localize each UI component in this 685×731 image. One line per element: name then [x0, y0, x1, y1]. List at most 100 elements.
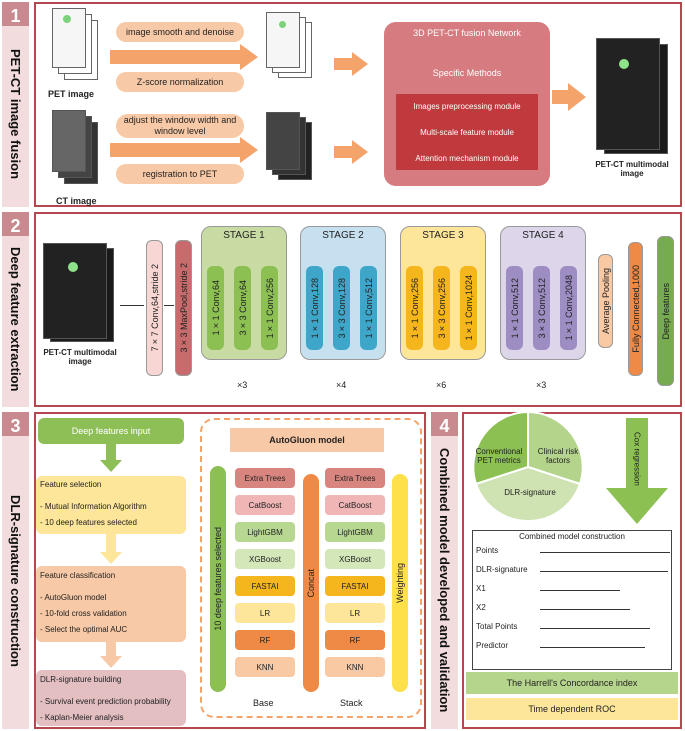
stage3-layer3: 1×1 Conv,1024	[460, 266, 477, 350]
arrow-to-conv7	[120, 305, 144, 306]
multimodal-output-label: PET-CT multimodal image	[595, 160, 669, 178]
to-network-arrow-top-shaft	[334, 58, 352, 70]
stage1-layer1-label: 1×1 Conv,64	[210, 280, 221, 336]
nomogram-row-label: Total Points	[476, 622, 518, 631]
autogluon-frame	[200, 418, 422, 718]
stage3-label: STAGE 3	[422, 230, 464, 241]
stage3-layer2-label: 3×3 Conv,256	[436, 277, 447, 339]
ct-image	[52, 110, 86, 172]
building-item-2: - Kaplan-Meier analysis	[40, 713, 124, 722]
panel3-tab: 3 DLR-signature construction	[2, 412, 29, 729]
nomogram-row-label: X2	[476, 603, 486, 612]
nomogram-row-axis	[540, 571, 668, 572]
nomogram-row-axis	[540, 609, 630, 610]
building-item-1: - Survival event prediction probability	[40, 697, 171, 706]
panel4-tab: 4 Combined model developed and validatio…	[431, 412, 458, 729]
feature-selection-box	[36, 476, 186, 534]
stage2-layer1: 1×1 Conv,128	[306, 266, 323, 350]
base-model-lr: LR	[235, 603, 295, 623]
selection-item-1: - Mutual Information Algorithm	[40, 502, 147, 511]
stage3-repeat: ×6	[436, 380, 447, 390]
stage1-layer2-label: 3×3 Conv,64	[237, 280, 248, 336]
feature-classification-title: Feature classification	[40, 571, 116, 580]
conv7-label: 7×7 Conv,64,stride 2	[149, 264, 160, 352]
stack-model-extra-trees: Extra Trees	[325, 468, 385, 488]
stage4-layer3-label: 1×1 Conv,2048	[563, 275, 574, 341]
feature-classification-box	[36, 566, 186, 642]
stage4-layer1-label: 1×1 Conv,512	[509, 277, 520, 339]
stack-model-knn: KNN	[325, 657, 385, 677]
base-model-extra-trees: Extra Trees	[235, 468, 295, 488]
panel4-number: 4	[439, 416, 450, 436]
ct-arrow-head	[240, 137, 258, 163]
ct-step-window: adjust the window width and window level	[116, 114, 244, 138]
avgpool-block: Average Pooling	[598, 254, 613, 348]
arrow-selection-head	[100, 552, 122, 564]
cox-label: Cox regression	[632, 432, 642, 486]
stage1-label: STAGE 1	[223, 230, 265, 241]
pet-step-smooth: image smooth and denoise	[116, 22, 244, 42]
ct-processed	[266, 112, 300, 170]
to-network-arrow-bottom-head	[352, 140, 368, 164]
pie-label-dlr: DLR-signature	[504, 488, 556, 497]
nomogram-row-axis	[540, 552, 670, 553]
nomogram-row-label: Predictor	[476, 641, 509, 650]
panel2-number-box	[2, 212, 29, 236]
nomogram-row-label: X1	[476, 584, 486, 593]
arrow-classification-head	[100, 656, 122, 668]
stack-model-catboost: CatBoost	[325, 495, 385, 515]
nomogram-row-axis	[540, 590, 620, 591]
stage1-repeat: ×3	[237, 380, 248, 390]
arrow-classification-shaft	[106, 642, 116, 658]
nomogram-title: Combined model construction	[519, 532, 625, 541]
to-output-arrow-head	[568, 83, 586, 111]
stage1-layer3: 1×1 Conv,256	[261, 266, 278, 350]
fusion-network-title: 3D PET-CT fusion Network	[413, 28, 521, 38]
ct-image-label: CT image	[56, 196, 97, 206]
panel1-border	[34, 2, 682, 207]
pet-image	[52, 8, 86, 68]
pie-slice-dlr	[474, 465, 582, 522]
panel2-title: Deep feature extraction	[8, 247, 23, 392]
stage4-label: STAGE 4	[522, 230, 564, 241]
pie-label-pet: Conventional PET metrics	[475, 447, 523, 465]
panel4-border	[462, 412, 682, 729]
method-preprocessing: Images preprocessing module	[413, 102, 521, 111]
stack-model-lightgbm: LightGBM	[325, 522, 385, 542]
stage4-repeat: ×3	[536, 380, 547, 390]
panel2-border	[34, 212, 682, 407]
base-model-xgboost: XGBoost	[235, 549, 295, 569]
conv7-block: 7×7 Conv,64,stride 2	[146, 240, 163, 376]
method-attention: Attention mechanism module	[415, 154, 519, 163]
panel3-title: DLR-signature construction	[8, 494, 23, 667]
stage4-layer1: 1×1 Conv,512	[506, 266, 523, 350]
nomogram-box	[472, 530, 672, 670]
nomogram-row-label: DLR-signature	[476, 565, 528, 574]
cox-arrow-head	[606, 488, 668, 524]
method-multiscale: Multi-scale feature module	[420, 128, 514, 137]
cindex-box: The Harrell's Concordance index	[466, 672, 678, 694]
deep-features-block: Deep features	[657, 236, 674, 386]
pet-arrow-head	[240, 44, 258, 70]
pie-model-components	[472, 412, 584, 522]
panel4-title: Combined model developed and validation	[437, 448, 452, 713]
arrow-selection-shaft	[106, 534, 116, 554]
fc-label: Fully Connected,1000	[630, 265, 641, 353]
stage3-layer2: 3×3 Conv,256	[433, 266, 450, 350]
ct-arrow-shaft	[110, 143, 240, 157]
multimodal-output-image	[596, 38, 660, 150]
weighting-label: Weighting	[395, 563, 405, 603]
nomogram-row-axis	[540, 647, 645, 648]
concat-label: Concat	[306, 568, 316, 598]
stage2-layer2: 3×3 Conv,128	[333, 266, 350, 350]
to-output-arrow-shaft	[552, 90, 568, 104]
selected-features-label: 10 deep features selected	[213, 527, 223, 631]
base-label: Base	[253, 698, 274, 708]
base-model-knn: KNN	[235, 657, 295, 677]
classification-item-2: - 10-fold cross validation	[40, 609, 127, 618]
base-model-catboost: CatBoost	[235, 495, 295, 515]
classification-item-1: - AutoGluon model	[40, 593, 107, 602]
concat-bar: Concat	[303, 474, 319, 692]
avgpool-label: Average Pooling	[600, 268, 611, 334]
methods-title: Specific Methods	[432, 68, 502, 78]
